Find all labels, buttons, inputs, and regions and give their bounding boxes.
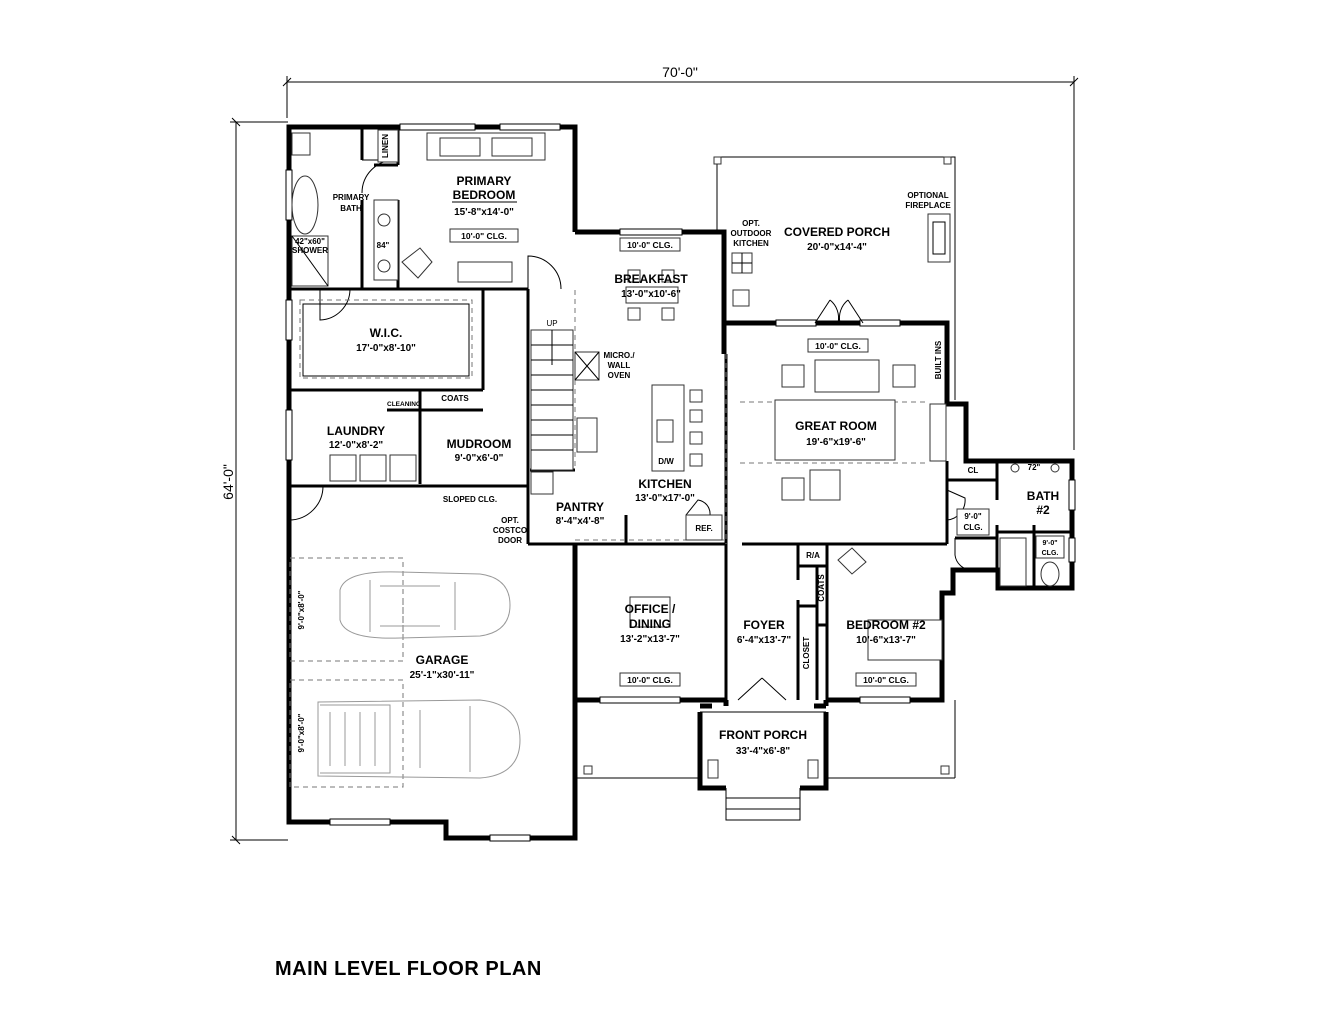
- width-dimension: 70'-0": [282, 64, 1079, 450]
- office-ceiling: 10'-0" CLG.: [627, 675, 673, 685]
- opt-fireplace-label-2: FIREPLACE: [905, 201, 951, 210]
- refrigerator-label: REF.: [695, 524, 712, 533]
- opt-kitchen-label-2: OUTDOOR: [731, 229, 772, 238]
- garage-name: GARAGE: [416, 653, 469, 667]
- primary-bedroom-ceiling: 10'-0" CLG.: [461, 231, 507, 241]
- bath2-area-ceiling-1: 9'-0": [964, 512, 981, 521]
- vanity-84-label: 84": [377, 241, 390, 250]
- primary-bedroom-name-2: BEDROOM: [453, 188, 516, 202]
- windows: [285, 123, 1076, 842]
- micro-label-3: OVEN: [608, 371, 631, 380]
- great-room-name: GREAT ROOM: [795, 419, 877, 433]
- primary-bath-name-2: BATH: [340, 204, 362, 213]
- return-air-label: R/A: [806, 551, 820, 560]
- bedroom2-name: BEDROOM #2: [846, 618, 926, 632]
- closet-cl-label: CL: [968, 466, 979, 475]
- mudroom-size: 9'-0"x6'-0": [455, 453, 504, 464]
- micro-label-2: WALL: [608, 361, 631, 370]
- micro-label-1: MICRO./: [603, 351, 635, 360]
- breakfast-size: 13'-0"x10'-6": [621, 289, 681, 300]
- primary-bedroom-name-1: PRIMARY: [457, 174, 512, 188]
- breakfast-ceiling: 10'-0" CLG.: [627, 240, 673, 250]
- office-size: 13'-2"x13'-7": [620, 634, 680, 645]
- wic-size: 17'-0"x8'-10": [356, 343, 416, 354]
- garage-door-1-label: 9'-0"x8'-0": [297, 590, 306, 629]
- bath2-name-2: #2: [1036, 503, 1050, 517]
- front-porch-size: 33'-4"x6'-8": [736, 746, 791, 757]
- cleaning-label: CLEANING: [387, 401, 421, 408]
- covered-porch-size: 20'-0"x14'-4": [807, 242, 867, 253]
- opt-costco-label-1: OPT.: [501, 516, 519, 525]
- office-name-2: DINING: [629, 617, 671, 631]
- fixtures: [291, 129, 1060, 661]
- great-room-size: 19'-6"x19'-6": [806, 437, 866, 448]
- linen-label: LINEN: [381, 134, 390, 158]
- bath2-name-1: BATH: [1027, 489, 1059, 503]
- sloped-ceiling-label: SLOPED CLG.: [443, 495, 497, 504]
- dishwasher-label: D/W: [658, 457, 674, 466]
- garage-vehicles: [317, 571, 521, 779]
- office-name-1: OFFICE /: [625, 602, 676, 616]
- foyer-coats-label: COATS: [817, 574, 826, 602]
- front-porch-name: FRONT PORCH: [719, 728, 807, 742]
- built-ins-label: BUILT INS: [934, 340, 943, 379]
- opt-fireplace-label-1: OPTIONAL: [907, 191, 948, 200]
- covered-porch-outline: [713, 156, 956, 400]
- kitchen-name: KITCHEN: [638, 477, 691, 491]
- width-dimension-label: 70'-0": [662, 64, 698, 80]
- garage-door-2-label: 9'-0"x8'-0": [297, 713, 306, 752]
- opt-costco-label-2: COSTCO: [493, 526, 527, 535]
- stair-up-label: UP: [546, 319, 557, 328]
- bedroom2-ceiling: 10'-0" CLG.: [863, 675, 909, 685]
- shower-label-1: 42"x60": [295, 237, 325, 246]
- plan-title: MAIN LEVEL FLOOR PLAN: [275, 958, 542, 980]
- shower-label-2: SHOWER: [292, 246, 328, 255]
- kitchen-size: 13'-0"x17'-0": [635, 493, 695, 504]
- bedroom2-size: 10'-6"x13'-7": [856, 635, 916, 646]
- depth-dimension-label: 64'-0": [220, 464, 236, 500]
- bath2-area-ceiling-2: CLG.: [963, 523, 982, 532]
- primary-bath-name-1: PRIMARY: [333, 193, 370, 202]
- interior-walls: [289, 127, 1072, 700]
- closet-label: CLOSET: [802, 637, 811, 670]
- opt-costco-label-3: DOOR: [498, 536, 522, 545]
- garage-size: 25'-1"x30'-11": [410, 670, 475, 681]
- bath2-ceiling-2: CLG.: [1042, 550, 1059, 557]
- covered-porch-name: COVERED PORCH: [784, 225, 890, 239]
- foyer-name: FOYER: [743, 618, 785, 632]
- labels: PRIMARY BEDROOM 15'-8"x14'-0" 10'-0" CLG…: [275, 134, 1065, 980]
- bath2-ceiling-1: 9'-0": [1042, 540, 1057, 547]
- depth-dimension: 64'-0": [220, 117, 288, 845]
- primary-bedroom-size: 15'-8"x14'-0": [454, 207, 514, 218]
- pantry-size: 8'-4"x4'-8": [556, 516, 605, 527]
- vanity-72-label: 72": [1028, 463, 1041, 472]
- mudroom-name: MUDROOM: [447, 437, 512, 451]
- breakfast-name: BREAKFAST: [614, 272, 688, 286]
- foyer-size: 6'-4"x13'-7": [737, 635, 792, 646]
- front-porch-outline: [576, 700, 956, 821]
- wic-name: W.I.C.: [370, 326, 403, 340]
- laundry-name: LAUNDRY: [327, 424, 385, 438]
- pantry-name: PANTRY: [556, 500, 604, 514]
- great-room-ceiling: 10'-0" CLG.: [815, 341, 861, 351]
- laundry-size: 12'-0"x8'-2": [329, 440, 384, 451]
- opt-kitchen-label-1: OPT.: [742, 219, 760, 228]
- opt-kitchen-label-3: KITCHEN: [733, 239, 769, 248]
- mudroom-coats-label: COATS: [441, 394, 469, 403]
